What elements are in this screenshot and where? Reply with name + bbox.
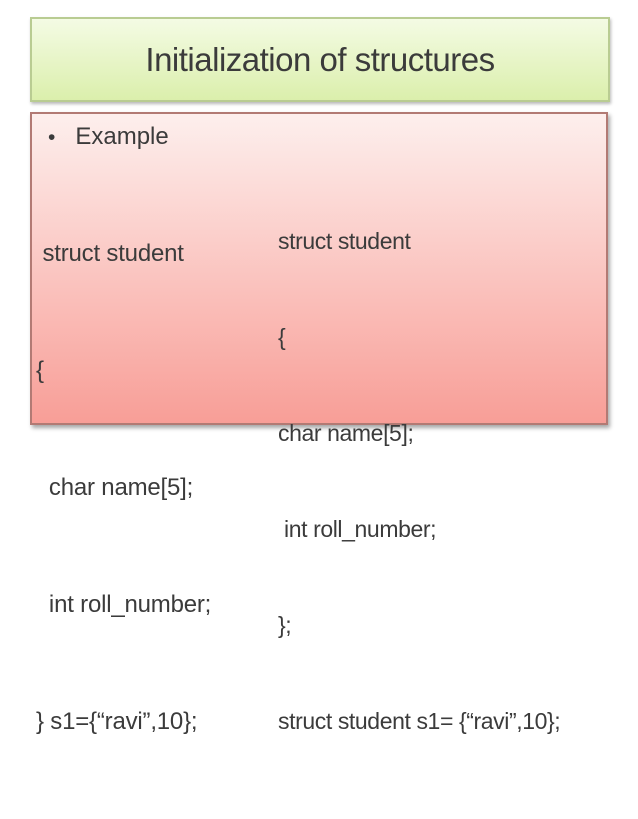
code-block-right: struct student { char name[5]; int roll_… <box>278 161 561 801</box>
code-line-right-2: { <box>278 324 286 350</box>
code-line-right-1: struct student <box>278 228 411 254</box>
code-line-right-4: int roll_number; <box>278 516 437 542</box>
code-line-right-3: char name[5]; <box>278 420 414 446</box>
code-line-left-2: { <box>36 357 44 384</box>
code-line-left-5: } s1={“ravi”,10}; <box>36 708 198 735</box>
bullet-label: Example <box>75 123 169 150</box>
slide-title-box: Initialization of structures <box>30 17 610 102</box>
code-block-left: struct student { char name[5]; int roll_… <box>36 156 211 819</box>
slide-title: Initialization of structures <box>145 40 495 78</box>
bullet-icon: • <box>48 126 56 149</box>
slide-content-box: • Example struct student { char name[5];… <box>30 112 608 735</box>
code-line-left-3: char name[5]; <box>36 474 194 501</box>
code-line-right-6: struct student s1= {“ravi”,10}; <box>278 708 561 734</box>
code-line-right-5: }; <box>278 612 292 638</box>
code-line-left-1: struct student <box>36 240 184 267</box>
code-line-left-4: int roll_number; <box>36 591 212 618</box>
bullet-line: • Example <box>48 122 169 153</box>
